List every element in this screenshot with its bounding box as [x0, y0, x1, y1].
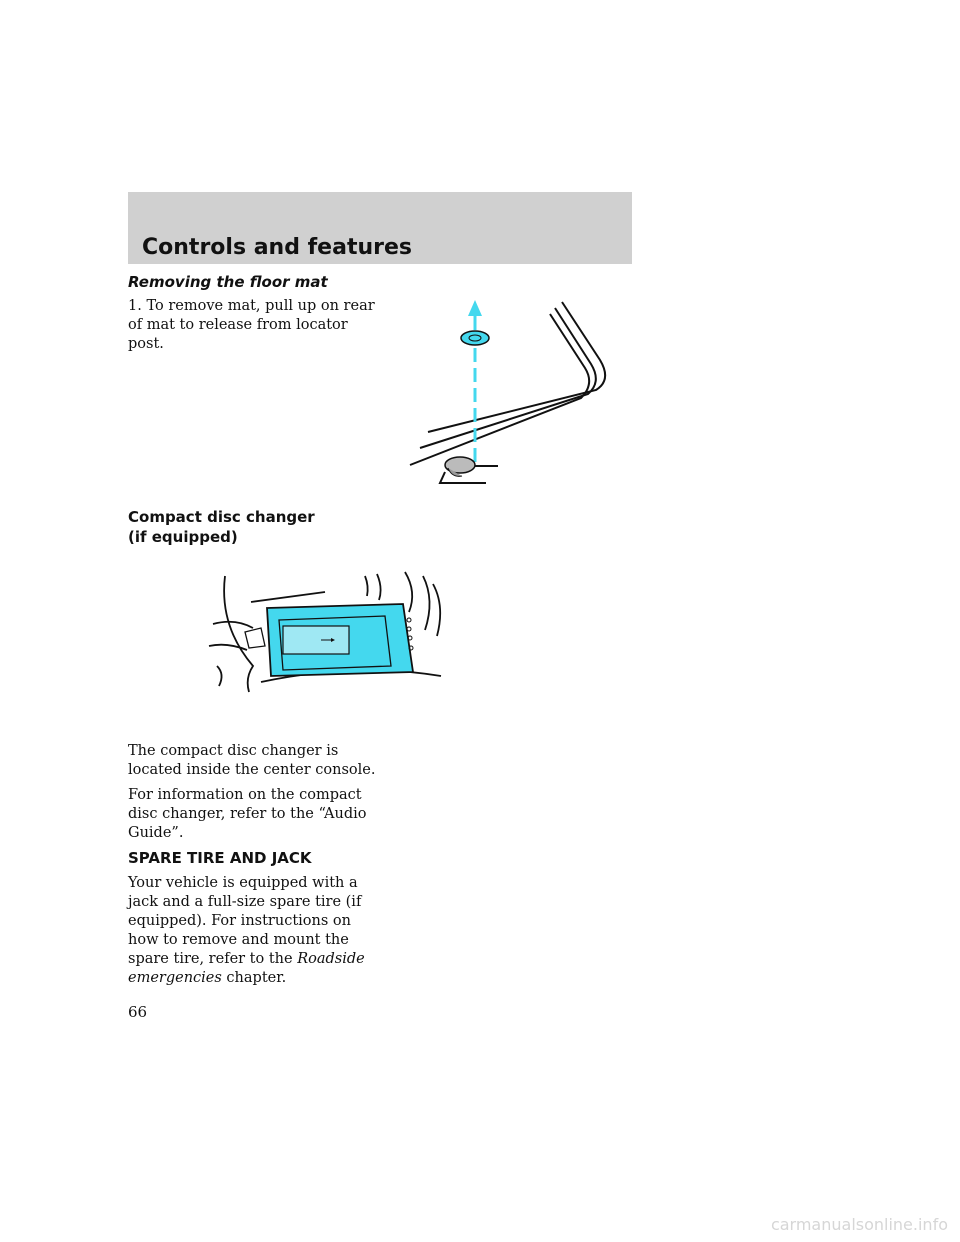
floor-mat-illustration	[409, 300, 607, 484]
spare-tire-text-start: Your vehicle is equipped with a jack and…	[128, 875, 362, 967]
spare-tire-text-end: chapter.	[221, 970, 287, 986]
cd-changer-reference-text: For information on the compact disc chan…	[128, 787, 367, 841]
cd-changer-heading: Compact disc changer (if equipped)	[128, 508, 315, 546]
page-number: 66	[128, 1003, 148, 1021]
floor-mat-step-1: 1. To remove mat, pull up on rear of mat…	[128, 298, 375, 352]
cd-changer-location-text: The compact disc changer is located insi…	[128, 743, 376, 778]
roadside-emergencies-reference: Roadside emergencies	[128, 951, 365, 986]
section-header-band: Controls and features	[128, 192, 632, 264]
spare-tire-heading: SPARE TIRE AND JACK	[128, 849, 312, 867]
spare-tire-text: Your vehicle is equipped with a jack and…	[128, 874, 376, 988]
cd-changer-illustration	[208, 571, 442, 693]
section-title: Controls and features	[142, 235, 412, 260]
site-watermark: carmanualsonline.info	[770, 1215, 948, 1234]
floor-mat-heading: Removing the floor mat	[128, 273, 328, 291]
